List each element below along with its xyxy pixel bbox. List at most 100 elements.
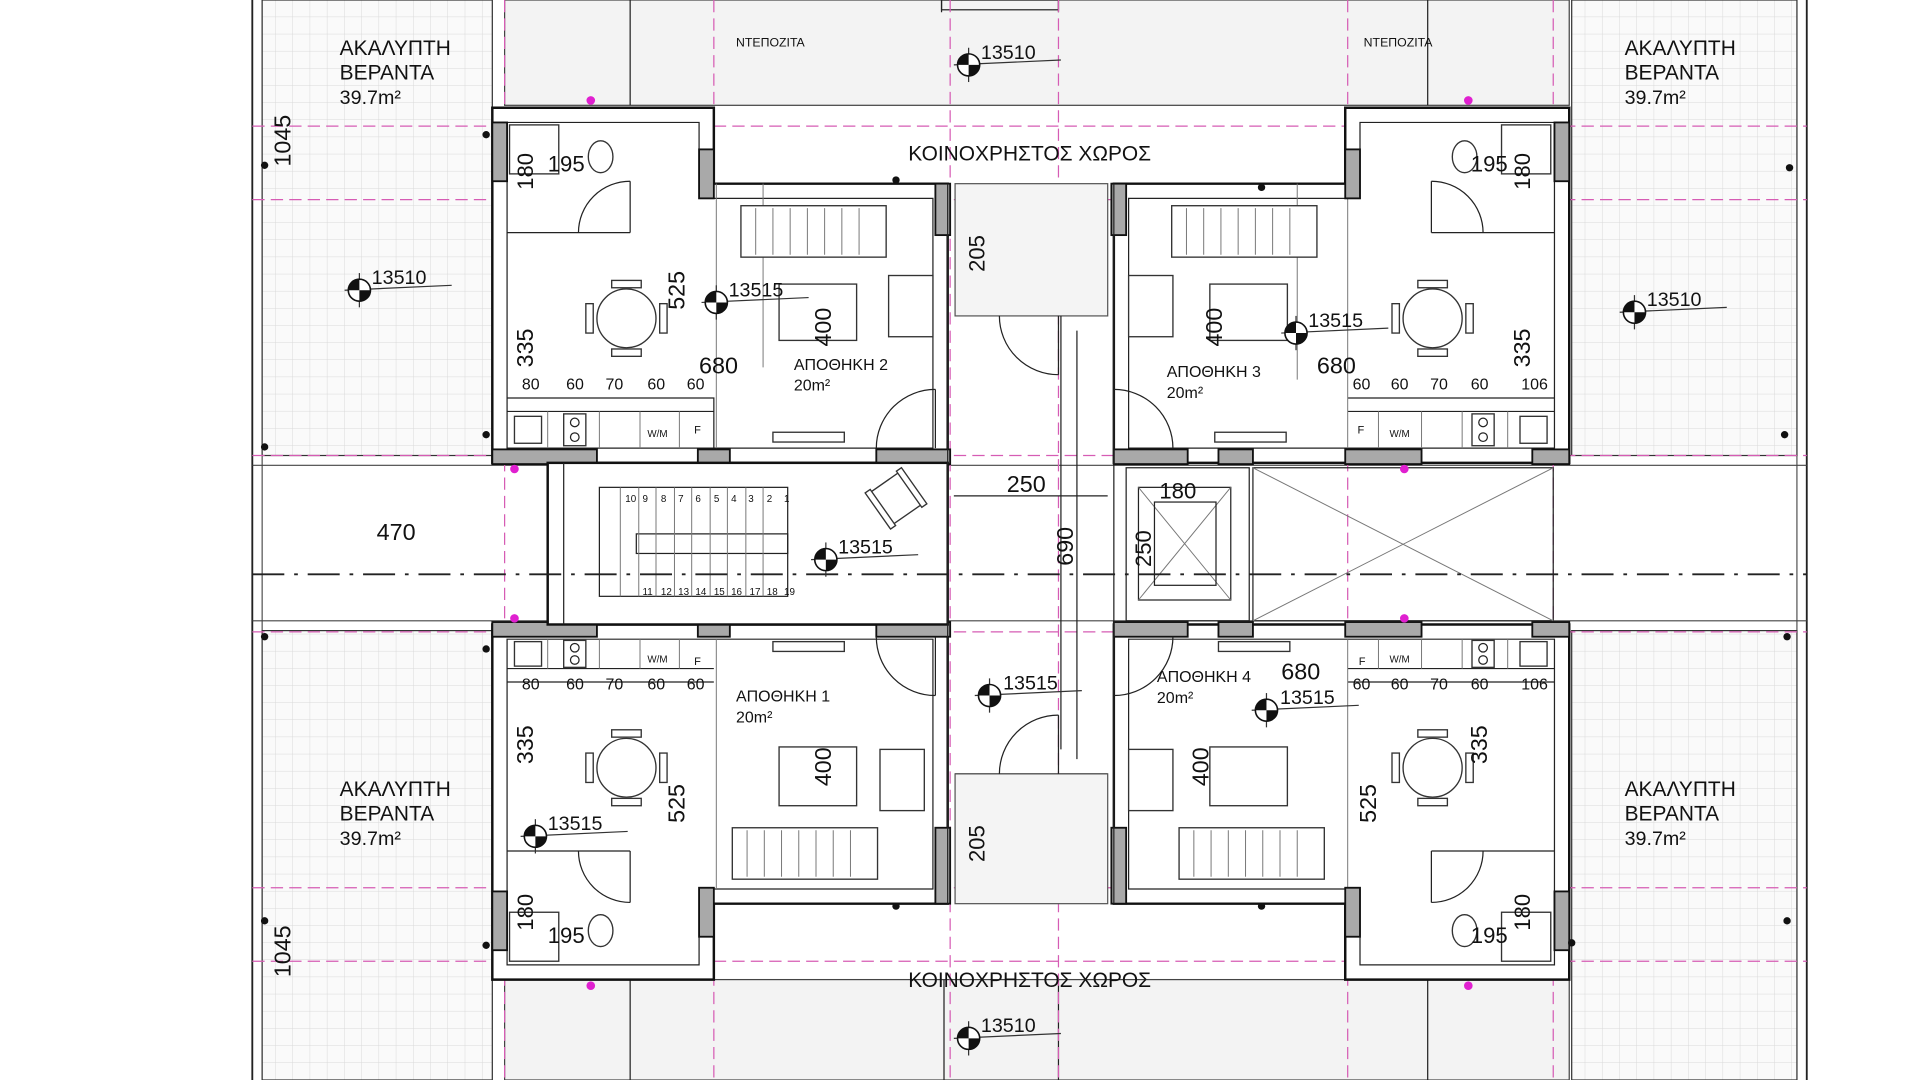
coffee-table <box>1209 746 1289 807</box>
toilet <box>587 914 614 948</box>
level-value: 13510 <box>981 1015 1036 1037</box>
terrace-label: ΑΚΑΛΥΠΤΗ <box>1625 778 1736 801</box>
level-marker-icon <box>1281 315 1389 351</box>
level-marker-icon <box>344 273 452 308</box>
reference-dot <box>260 443 269 451</box>
sink <box>1519 415 1548 444</box>
plan-labels: ΑΚΑΛΥΠΤΗΒΕΡΑΝΤΑ39.7m²ΑΚΑΛΥΠΤΗΒΕΡΑΝΤΑ39.7… <box>269 36 1735 1038</box>
common-area-label: ΚΟΙΝΟΧΡΗΣΤΟΣ ΧΩΡΟΣ <box>908 969 1151 992</box>
kitchen-dimension: 70 <box>1430 676 1448 693</box>
washer-label: W/M <box>1390 429 1410 440</box>
armchair <box>887 274 934 338</box>
dimension: 525 <box>1355 784 1381 823</box>
radiator <box>772 431 845 443</box>
kitchen-dimension: 106 <box>1521 676 1548 693</box>
stair-step-number: 12 <box>661 587 672 598</box>
stair-step-number: 2 <box>767 494 772 505</box>
toilet <box>1451 140 1478 174</box>
dining-table <box>585 279 668 357</box>
stove <box>563 639 587 669</box>
column-dot <box>510 464 519 474</box>
reference-dot <box>1783 633 1791 641</box>
storage-room-area: 20m² <box>736 709 772 726</box>
armchair <box>879 748 925 812</box>
level-value: 13510 <box>981 42 1036 64</box>
furniture <box>508 124 1552 962</box>
kitchen-dimension: 70 <box>606 676 624 693</box>
dimension: 180 <box>513 153 538 190</box>
circulation-core <box>546 183 1554 905</box>
stair-step-number: 19 <box>784 587 795 598</box>
shower <box>1500 124 1552 175</box>
level-marker-icon <box>701 285 809 320</box>
kitchen-dimension: 60 <box>1391 376 1409 393</box>
storage-room-name: ΑΠΟΘΗΚΗ 3 <box>1167 364 1261 381</box>
kitchen-dimension: 60 <box>1471 376 1489 393</box>
dimension: 180 <box>1510 153 1535 190</box>
sofa <box>731 827 879 880</box>
terrace-label: ΒΕΡΑΝΤΑ <box>1625 62 1720 85</box>
dining-table <box>1391 279 1474 357</box>
radiator <box>1217 640 1291 653</box>
kitchen-dimension: 70 <box>1430 376 1448 393</box>
reference-dot <box>1257 183 1266 192</box>
sofa <box>1178 827 1325 880</box>
dimension: 680 <box>1281 659 1320 685</box>
stove <box>563 413 587 447</box>
shower <box>508 124 560 175</box>
dimension: 680 <box>699 353 738 379</box>
kitchen-dimension: 60 <box>1391 676 1409 693</box>
reference-dot <box>1785 164 1794 172</box>
stair-step-number: 8 <box>661 494 667 505</box>
coffee-table <box>1209 283 1289 342</box>
toilet <box>587 140 614 174</box>
level-value: 13515 <box>1280 687 1335 709</box>
reference-dot <box>482 131 490 139</box>
column-dot <box>1464 96 1473 105</box>
armchair <box>1127 748 1174 812</box>
dimension: 335 <box>512 725 538 764</box>
level-value: 13515 <box>1003 672 1058 694</box>
shared-bands <box>504 0 1570 1080</box>
wheelchair-icon <box>864 466 928 531</box>
terrace-area: 39.7m² <box>340 828 402 850</box>
dimension: 400 <box>1188 747 1214 786</box>
storage-room-name: ΑΠΟΘΗΚΗ 4 <box>1157 669 1251 686</box>
stair-step-number: 3 <box>748 494 754 505</box>
radiator <box>772 640 845 653</box>
stair-step-number: 11 <box>642 587 652 598</box>
sink <box>1519 640 1548 667</box>
reference-dot <box>1783 917 1791 925</box>
dimension: 250 <box>1007 471 1046 497</box>
terrace-area: 39.7m² <box>1625 828 1687 850</box>
terrace-label: ΑΚΑΛΥΠΤΗ <box>340 37 451 60</box>
stair-step-number: 5 <box>714 494 720 505</box>
toilet <box>1451 914 1478 948</box>
terrace-label: ΒΕΡΑΝΤΑ <box>1625 802 1720 825</box>
storage-room-name: ΑΠΟΘΗΚΗ 2 <box>794 357 888 374</box>
grid-dots <box>260 96 1794 990</box>
dining-table <box>1391 729 1474 807</box>
stair-step-number: 9 <box>642 494 647 505</box>
coffee-table <box>778 746 858 807</box>
dimension: 250 <box>1131 530 1156 567</box>
kitchen-dimension: 70 <box>606 376 624 393</box>
level-marker-symbols <box>344 47 1727 1056</box>
terrace-area: 39.7m² <box>340 87 402 109</box>
kitchen-dimension: 60 <box>1353 376 1371 393</box>
dimension: 400 <box>810 747 836 786</box>
stair-step-number: 4 <box>731 494 737 505</box>
level-marker-icon <box>953 1021 1061 1056</box>
elevator <box>1125 467 1250 622</box>
reference-dot <box>260 633 269 641</box>
terrace-label: ΒΕΡΑΝΤΑ <box>340 62 435 85</box>
kitchen-dimension: 60 <box>1353 676 1371 693</box>
stove <box>1471 413 1495 447</box>
staircase <box>598 486 789 597</box>
terrace-label: ΑΚΑΛΥΠΤΗ <box>340 778 451 801</box>
shaft-void <box>1252 467 1554 622</box>
level-marker-icon <box>974 678 1082 713</box>
kitchen-dimension: 60 <box>566 676 584 693</box>
dimension: 470 <box>377 519 416 545</box>
